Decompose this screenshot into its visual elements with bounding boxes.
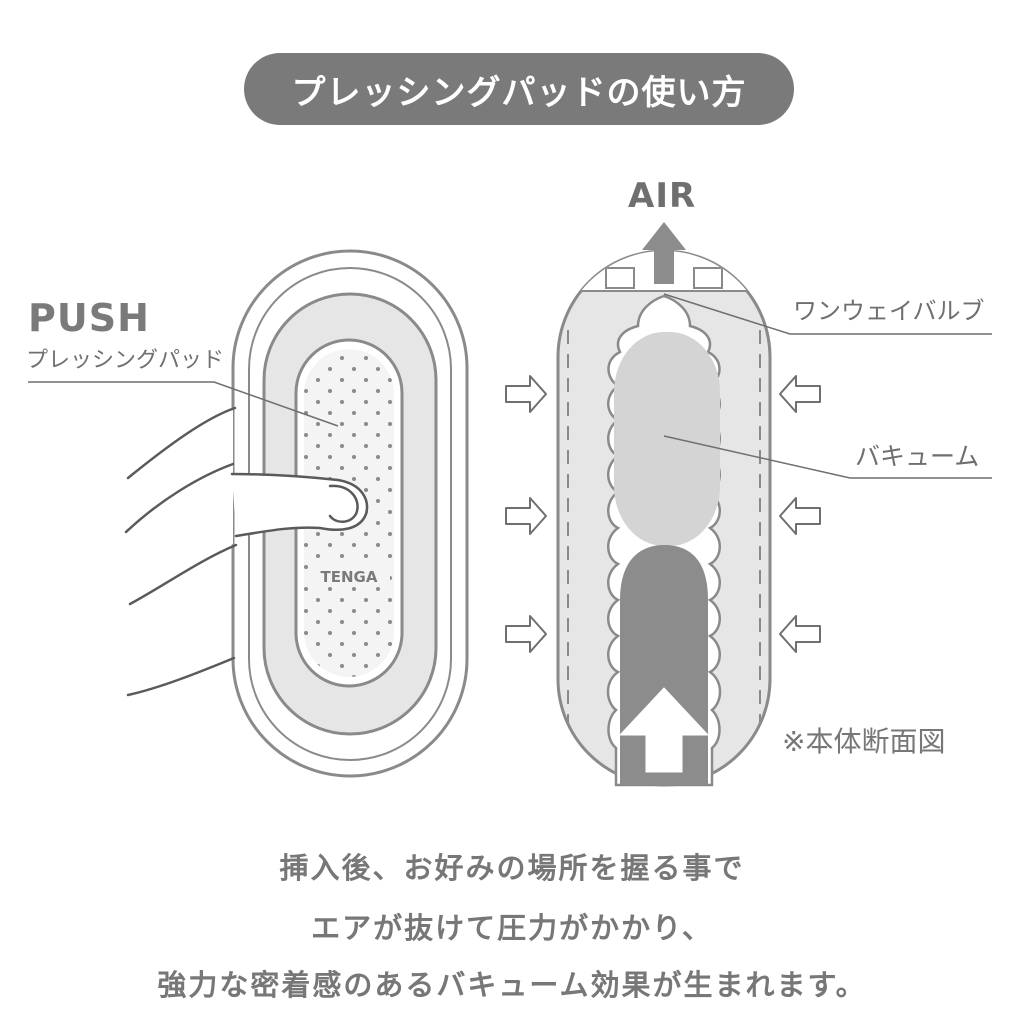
- press-arrow-left-icon: [779, 497, 821, 535]
- cross-section-view: [556, 222, 772, 787]
- vacuum-label: バキューム: [855, 442, 980, 471]
- insert-arrow-icon: [618, 687, 710, 773]
- press-arrow-right-icon: [505, 497, 547, 535]
- page-title: プレッシングパッドの使い方: [291, 72, 747, 113]
- brand-logo: TENGA: [321, 568, 378, 586]
- description-line-1: 挿入後、お好みの場所を握る事で: [279, 851, 745, 885]
- vacuum-area: [614, 332, 720, 546]
- vacuum-leader-line: [663, 435, 992, 479]
- cross-section-note: ※本体断面図: [782, 725, 946, 758]
- one-way-valve-label: ワンウェイバルブ: [793, 297, 985, 325]
- title-banner: プレッシングパッドの使い方: [244, 53, 794, 125]
- press-arrow-right-icon: [505, 615, 547, 653]
- press-arrow-left-icon: [779, 615, 821, 653]
- pressing-pad-label: プレッシングパッド: [26, 348, 225, 373]
- hand-icon: [124, 406, 369, 697]
- air-label: AIR: [628, 176, 697, 216]
- pressure-arrows: [505, 375, 821, 653]
- description-line-3: 強力な密着感のあるバキューム効果が生まれます。: [157, 968, 867, 1002]
- air-arrow-icon: [642, 222, 686, 284]
- press-arrow-left-icon: [779, 375, 821, 413]
- pad-leader-line: [28, 381, 339, 427]
- description-line-2: エアが抜けて圧力がかかり、: [311, 911, 713, 945]
- valve-leader-line: [663, 293, 992, 335]
- push-label: PUSH: [28, 296, 150, 340]
- press-arrow-right-icon: [505, 375, 547, 413]
